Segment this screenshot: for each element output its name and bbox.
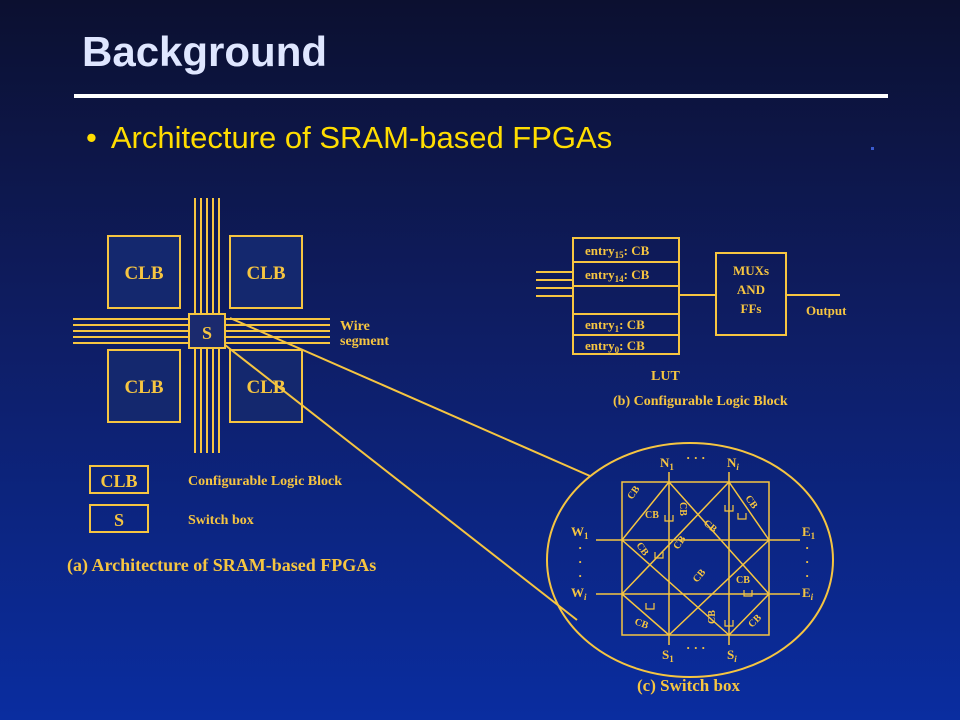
- cb-label: CB: [671, 534, 688, 552]
- north-ellipsis: · · ·: [686, 450, 706, 465]
- cb-switch-marks: [645, 505, 753, 627]
- caption-c: (c) Switch box: [637, 676, 740, 695]
- east-first-label: E1: [802, 524, 816, 541]
- legend-s-symbol: S: [114, 510, 124, 530]
- west-dot: ·: [578, 540, 582, 555]
- bullet-text: Architecture of SRAM-based FPGAs: [110, 120, 613, 155]
- west-first-label: W1: [571, 524, 589, 541]
- west-last-label: Wi: [571, 585, 587, 602]
- cb-label: CB: [743, 493, 760, 511]
- clb-label: CLB: [124, 377, 163, 398]
- switch-box: [188, 313, 226, 349]
- east-dot: ·: [805, 554, 809, 569]
- clb-label: CLB: [246, 263, 285, 284]
- west-dot: ·: [578, 554, 582, 569]
- clb-label: CLB: [246, 377, 285, 398]
- mux-label-line1: MUXs: [733, 263, 769, 278]
- lut-entry-15: entry15: CB: [585, 243, 650, 260]
- cb-label: CB: [625, 484, 642, 502]
- clb-box: [229, 349, 303, 423]
- legend-s-description: Switch box: [188, 513, 254, 528]
- east-dot: ·: [805, 568, 809, 583]
- lut-input-lines: [536, 271, 573, 297]
- output-label: Output: [806, 303, 847, 318]
- legend-clb-symbol: CLB: [100, 471, 137, 491]
- cb-label: CB: [677, 502, 688, 516]
- title-divider: [74, 94, 888, 98]
- south-last-label: Si: [727, 647, 737, 664]
- south-ellipsis: · · ·: [686, 640, 706, 655]
- clb-box: [107, 349, 181, 423]
- clb-box: [107, 235, 181, 309]
- south-first-label: S1: [662, 647, 674, 664]
- slide-title: Background: [82, 28, 328, 75]
- lut-entry-0: entry0: CB: [585, 338, 645, 355]
- bullet-dot: •: [86, 120, 97, 155]
- zoom-line: [224, 344, 578, 621]
- cb-label: CB: [645, 510, 659, 521]
- legend-clb-description: Configurable Logic Block: [188, 474, 342, 489]
- cb-label: CB: [736, 575, 750, 586]
- lut-entry-1: entry1: CB: [585, 317, 645, 334]
- wire-segment-label-line2: segment: [340, 334, 389, 349]
- clb-label: CLB: [124, 263, 163, 284]
- lut-entry-14: entry14: CB: [585, 267, 650, 284]
- bullet-item: • Architecture of SRAM-based FPGAs: [86, 120, 612, 156]
- cb-label: CB: [633, 616, 650, 631]
- east-last-label: Ei: [802, 585, 814, 602]
- east-dot: ·: [805, 540, 809, 555]
- decorative-dot: [871, 147, 874, 150]
- legend-s-box: [89, 504, 149, 533]
- lut-label: LUT: [651, 369, 680, 384]
- switch-box-magnifier: [546, 442, 834, 678]
- cb-label: CB: [691, 567, 709, 585]
- legend-clb-box: [89, 465, 149, 494]
- clb-box: [229, 235, 303, 309]
- switch-box-wiring: [596, 472, 800, 645]
- cb-label: CB: [707, 610, 718, 624]
- north-last-label: Ni: [727, 455, 739, 472]
- zoom-line: [229, 317, 591, 477]
- wire-segment-label-line1: Wire: [340, 319, 370, 334]
- mux-label-line2: AND: [737, 282, 765, 297]
- mux-label-line3: FFs: [741, 301, 762, 316]
- cb-label: CB: [634, 540, 651, 558]
- west-dot: ·: [578, 568, 582, 583]
- switch-box-label: S: [202, 323, 212, 343]
- caption-b: (b) Configurable Logic Block: [613, 394, 788, 409]
- north-first-label: N1: [660, 455, 674, 472]
- caption-a: (a) Architecture of SRAM-based FPGAs: [67, 555, 376, 576]
- switch-box-frame: [621, 481, 770, 636]
